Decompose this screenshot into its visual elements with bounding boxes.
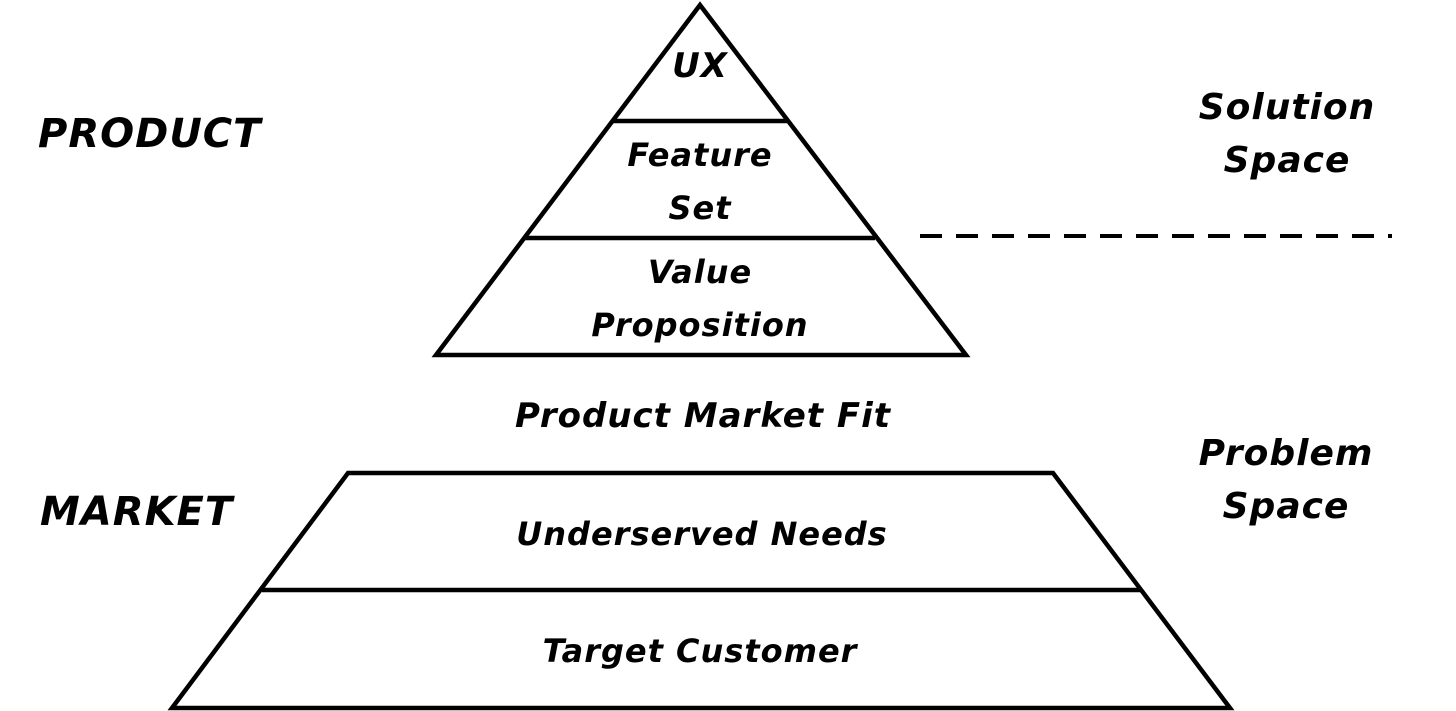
product-side-label: PRODUCT — [38, 111, 263, 157]
solution-space-label-line-1: Solution — [1199, 87, 1376, 128]
feature-set-tier-label-line-2: Set — [668, 189, 732, 227]
ux-tier-label: UX — [672, 46, 729, 86]
product-pyramid: UX Feature Set Value Proposition — [431, 1, 971, 358]
value-proposition-tier-label-line-1: Value — [648, 253, 752, 291]
value-proposition-tier-label-line-2: Proposition — [591, 306, 808, 344]
problem-space-label-line-1: Problem — [1199, 433, 1374, 474]
target-customer-tier-label: Target Customer — [543, 632, 859, 670]
product-pyramid-outline — [431, 1, 971, 358]
problem-space-label-line-2: Space — [1223, 486, 1350, 527]
feature-set-tier-label-line-1: Feature — [627, 136, 772, 174]
market-pyramid: Underserved Needs Target Customer — [167, 470, 1235, 711]
solution-space-label-line-2: Space — [1224, 140, 1351, 181]
underserved-needs-tier-label: Underserved Needs — [516, 515, 887, 553]
market-side-label: MARKET — [40, 489, 235, 535]
product-market-fit-label: Product Market Fit — [515, 396, 892, 436]
